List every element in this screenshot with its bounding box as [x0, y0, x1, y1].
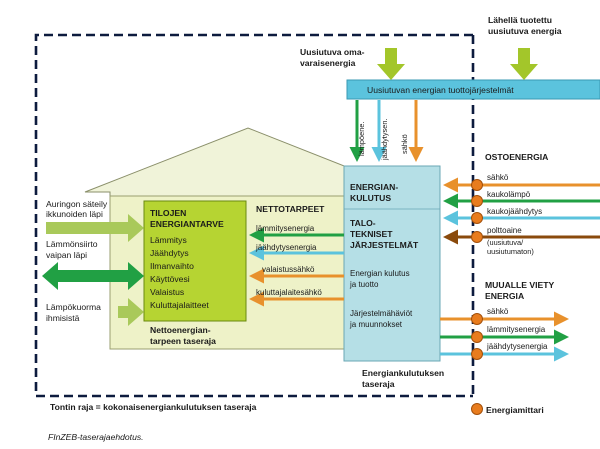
purchased-item-district-cooling: kaukojäähdytys: [487, 207, 542, 216]
internal-gain-label: Lämpökuorma ihmisistä: [46, 302, 103, 323]
need-item-lighting: valaistussähkö: [262, 265, 315, 274]
production-system-bar: [346, 79, 600, 100]
need-item-appliances: kuluttajalaitesähkö: [256, 288, 322, 297]
meter-icon: [471, 331, 483, 343]
purchased-item-fuel: polttoaine: [487, 226, 522, 235]
need-item-cooling: jäähdytysenergia: [255, 243, 317, 252]
meter-legend-icon: [471, 403, 483, 415]
technical-systems-box: [343, 165, 441, 362]
demand-items: Lämmitys Jäähdytys Ilmanvaihto Käyttöves…: [150, 235, 209, 310]
tech-consumption-text: Energian kulutus ja tuotto: [349, 269, 412, 289]
vertical-cooling-label: jäähdytysen.: [380, 119, 389, 162]
exported-energy-heading: MUUALLE VIETY ENERGIA: [485, 280, 556, 301]
internal-gain-arrow: [118, 298, 144, 326]
meter-icon: [471, 313, 483, 325]
net-boundary-label: Nettoenergian- tarpeen taseraja: [150, 325, 216, 346]
meter-icon: [471, 179, 483, 191]
net-needs-heading: NETTOTARPEET: [256, 204, 325, 214]
purchased-item-electricity: sähkö: [487, 173, 509, 182]
renewable-near-label: Lähellä tuotettu uusiutuva energia: [488, 15, 562, 36]
envelope-transfer-label: Lämmönsiirto vaipan läpi: [46, 239, 100, 260]
tech-losses-text: Järjestelmähäviöt ja muunnokset: [349, 309, 414, 329]
figure-caption: FInZEB-taserajaehdotus.: [48, 432, 144, 442]
purchased-item-district-heat: kaukolämpö: [487, 190, 531, 199]
meter-icon: [471, 348, 483, 360]
energy-meters: [471, 179, 483, 415]
vertical-electricity-label: sähkö: [400, 134, 409, 154]
envelope-transfer-arrow: [42, 262, 144, 290]
demand-title: TILOJEN ENERGIANTARVE: [150, 208, 224, 229]
solar-gain-arrow: [46, 214, 144, 242]
space-energy-demand-box: [143, 200, 247, 322]
site-boundary-label: Tontin raja = kokonaisenergiankulutuksen…: [50, 402, 257, 412]
meter-icon: [471, 231, 483, 243]
tech-title: TALO- TEKNISET JÄRJESTELMÄT: [350, 218, 419, 250]
renewable-self-arrow: [377, 48, 405, 80]
meter-icon: [471, 195, 483, 207]
renewable-near-arrow: [510, 48, 538, 80]
purchased-energy-heading: OSTOENERGIA: [485, 152, 548, 162]
solar-gain-label: Auringon säteily ikkunoiden läpi: [46, 199, 110, 219]
renewable-self-label: Uusiutuva oma- varaisenergia: [300, 47, 367, 68]
fuel-note: (uusiutuva/ uusiutumaton): [487, 238, 534, 256]
exported-item-heating: lämmitysenergia: [487, 325, 546, 334]
meter-icon: [471, 212, 483, 224]
exported-item-cooling: jäähdytysenergia: [486, 342, 548, 351]
consumption-title: ENERGIAN- KULUTUS: [350, 182, 401, 203]
meter-legend-label: Energiamittari: [486, 405, 544, 415]
site-boundary-line: [34, 33, 473, 398]
production-system-label: Uusiutuvan energian tuottojärjestelmät: [367, 85, 514, 95]
need-item-heating: lämmitysenergia: [256, 224, 315, 233]
vertical-heat-label: lämpöene.: [357, 121, 366, 156]
exported-item-electricity: sähkö: [487, 307, 509, 316]
consumption-boundary-label: Energiankulutuksen taseraja: [362, 368, 447, 389]
